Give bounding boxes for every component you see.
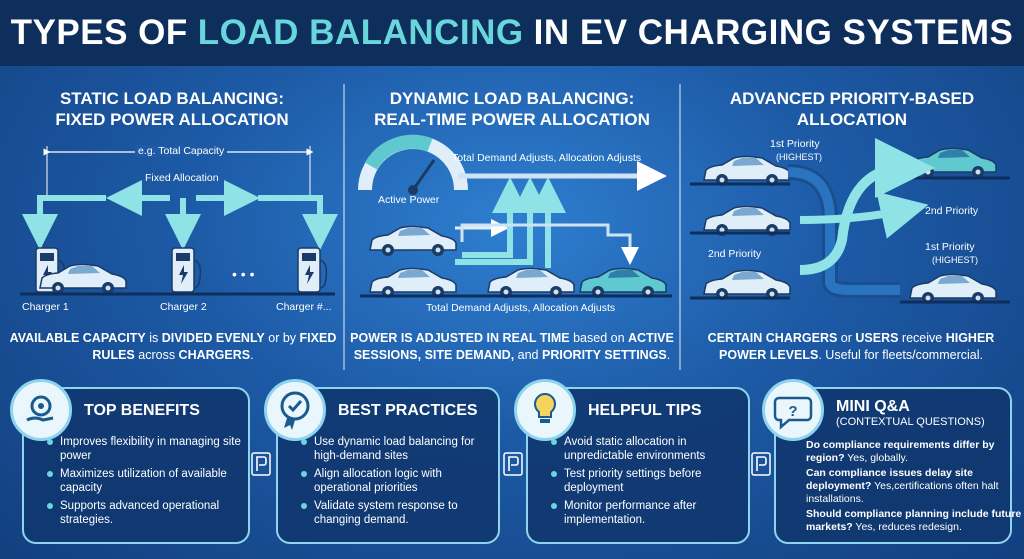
list-item: Test priority settings before deployment [550,467,748,495]
list-item: Avoid static allocation in unpredictable… [550,435,748,463]
ellipsis: • • • [232,266,255,282]
benefits-list: Improves flexibility in managing site po… [46,435,248,531]
dynamic-title: Dynamic Load Balancing:Real-Time Power A… [374,89,650,129]
first-priority-right-label: 1st Priority [925,241,975,253]
highest-right-label: (HIGHEST) [932,255,978,265]
brand-logo-icon [751,452,771,476]
second-priority-left-label: 2nd Priority [708,248,762,260]
list-item: Maximizes utilization of available capac… [46,467,248,495]
list-item: Align allocation logic with operational … [300,467,498,495]
car-icon [703,269,791,301]
brand-logo-icon [503,452,523,476]
charger-1-label: Charger 1 [22,301,69,313]
mini-qa-card: ? Mini Q&A (CONTEXTUAL QUESTIONS) Do com… [762,379,1021,544]
section-divider [343,84,345,370]
highest-top-label: (HIGHEST) [776,152,822,162]
charger-n-label: Charger #... [276,301,332,313]
static-description: AVAILABLE CAPACITY is DIVIDED EVENLY or … [9,331,337,362]
dynamic-description: POWER IS ADJUSTED IN REAL TIME based on … [350,331,674,362]
car-icon [487,267,575,299]
card-subtitle: (CONTEXTUAL QUESTIONS) [836,416,985,428]
gear-hand-icon [10,379,72,441]
charger-icon [297,247,328,293]
second-priority-right-label: 2nd Priority [925,205,979,217]
first-priority-top-label: 1st Priority [770,138,820,150]
list-item: Validate system response to changing dem… [300,499,498,527]
priority-description: CERTAIN CHARGERS or USERS receive HIGHER… [707,331,995,362]
demand-adjusts-top-label: Total Demand Adjusts, Allocation Adjusts [452,152,642,164]
tips-list: Avoid static allocation in unpredictable… [550,435,748,531]
charger-icon [171,247,202,293]
practices-list: Use dynamic load balancing for high-dema… [300,435,498,531]
qa-item: Should compliance planning include futur… [806,508,1022,533]
car-teal-icon [909,147,997,179]
list-item: Supports advanced operational strategies… [46,499,248,527]
qa-list: Do compliance requirements differ by reg… [806,439,1024,536]
lightbulb-icon [514,379,576,441]
card-title: Mini Q&A [836,398,910,415]
charger-2-label: Charger 2 [160,301,207,313]
question-bubble-icon: ? [762,379,824,441]
svg-text:?: ? [788,403,797,420]
best-practices-card: Best Practices Use dynamic load balancin… [264,379,500,544]
priority-title: Advanced Priority-BasedAllocation [729,89,975,129]
card-title: Best Practices [338,402,478,419]
fixed-allocation-label: Fixed Allocation [145,172,219,184]
award-check-icon [264,379,326,441]
title-post: IN EV CHARGING SYSTEMS [533,13,1014,52]
card-title: Helpful Tips [588,402,702,419]
title-pre: TYPES OF [10,13,188,52]
static-title: Static Load Balancing:Fixed Power Alloca… [55,89,289,129]
helpful-tips-card: Helpful Tips Avoid static allocation in … [514,379,750,544]
list-item: Monitor performance after implementation… [550,499,748,527]
qa-item: Do compliance requirements differ by reg… [806,439,995,464]
list-item: Use dynamic load balancing for high-dema… [300,435,498,463]
brand-logo-icon [251,452,271,476]
demand-adjusts-bottom-label: Total Demand Adjusts, Allocation Adjusts [426,302,616,314]
car-teal-icon [579,267,667,299]
car-icon [369,267,457,299]
top-benefits-card: Top Benefits Improves flexibility in man… [10,379,250,544]
list-item: Improves flexibility in managing site po… [46,435,248,463]
active-power-label: Active Power [378,194,440,206]
page-title: TYPES OF LOAD BALANCING IN EV CHARGING S… [0,0,1024,66]
title-accent: LOAD BALANCING [197,13,524,52]
car-icon [909,273,997,305]
total-capacity-label: e.g. Total Capacity [135,145,228,157]
section-divider [679,84,681,370]
card-title: Top Benefits [84,402,200,419]
car-icon [369,225,457,257]
qa-item: Can compliance issues delay site deploym… [806,467,999,505]
